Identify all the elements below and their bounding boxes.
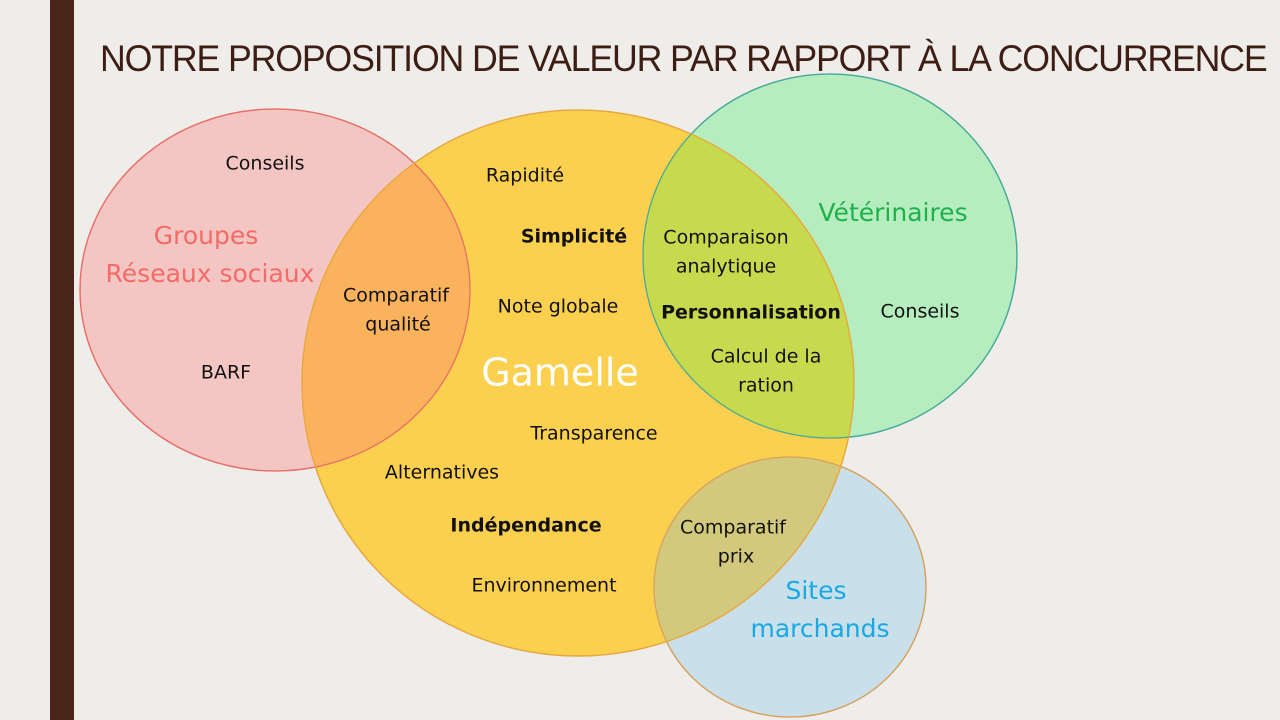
veterinaires-label: Vétérinaires xyxy=(818,198,968,227)
outline-groupes xyxy=(79,108,471,472)
groupes-item-barf: BARF xyxy=(200,361,252,384)
outline-gamelle xyxy=(301,109,855,657)
overlap-gamelle-veterinaires-item2: Personnalisation xyxy=(661,301,841,324)
side-accent-bar xyxy=(50,0,74,720)
sites-label-line1: Sites xyxy=(785,576,847,605)
overlap-groupes-gamelle-line2: qualité xyxy=(365,313,431,336)
groupes-label-line2: Réseaux sociaux xyxy=(105,259,315,288)
gamelle-item-simplicite: Simplicité xyxy=(520,225,628,248)
gamelle-label: Gamelle xyxy=(481,350,639,395)
overlap-gamelle-veterinaires-item3-line2: ration xyxy=(738,374,794,397)
overlap-gamelle-sites-line2: prix xyxy=(717,545,755,568)
gamelle-item-note-globale: Note globale xyxy=(497,295,619,318)
sites-label-line2: marchands xyxy=(750,614,890,643)
overlap-gamelle-sites-line1: Comparatif xyxy=(680,516,786,539)
gamelle-item-independance: Indépendance xyxy=(450,514,602,537)
overlap-gamelle-veterinaires-item1-line2: analytique xyxy=(675,255,777,278)
groupes-item-conseils: Conseils xyxy=(225,152,305,175)
gamelle-item-alternatives: Alternatives xyxy=(384,461,500,484)
overlap-groupes-gamelle-line1: Comparatif xyxy=(343,284,449,307)
outline-veterinaires xyxy=(642,73,1018,439)
gamelle-item-environnement: Environnement xyxy=(471,574,617,597)
veterinaires-item-conseils: Conseils xyxy=(880,300,960,323)
overlap-gamelle-veterinaires-item1-line1: Comparaison xyxy=(663,226,789,249)
gamelle-item-rapidite: Rapidité xyxy=(485,164,565,187)
gamelle-item-transparence: Transparence xyxy=(530,422,658,445)
overlap-gamelle-veterinaires-item3-line1: Calcul de la xyxy=(710,345,822,368)
outline-sites xyxy=(653,456,927,718)
groupes-label-line1: Groupes xyxy=(153,221,259,250)
slide-title: NOTRE PROPOSITION DE VALEUR PAR RAPPORT … xyxy=(100,38,1268,79)
